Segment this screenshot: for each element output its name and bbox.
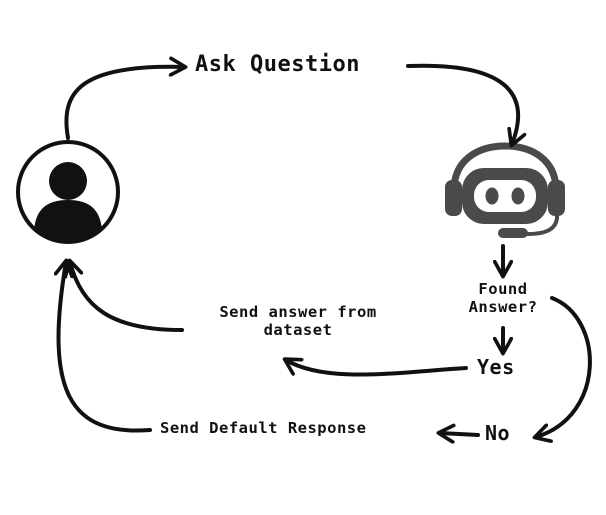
- no-label: No: [485, 421, 511, 445]
- found-answer-label: Found Answer?: [448, 280, 558, 316]
- send-default-label: Send Default Response: [160, 419, 367, 437]
- arrow-ask-to-bot: [406, 63, 518, 144]
- yes-label: Yes: [477, 355, 515, 379]
- arrow-default-to-user: [59, 262, 152, 433]
- arrow-decision-to-no: [536, 296, 592, 437]
- arrow-yes-to-send-answer: [286, 360, 468, 377]
- chatbot-headset-icon: [445, 142, 565, 238]
- arrow-no-to-default: [440, 433, 480, 435]
- send-answer-line1: Send answer from: [219, 303, 377, 321]
- user-avatar-icon: [16, 140, 120, 244]
- arrow-user-to-ask: [64, 67, 184, 140]
- send-answer-line2: dataset: [263, 321, 333, 339]
- found-answer-line1: Found: [478, 280, 528, 298]
- ask-question-label: Ask Question: [195, 52, 360, 77]
- arrow-send-answer-to-user: [70, 262, 184, 332]
- send-answer-label: Send answer from dataset: [180, 303, 416, 339]
- found-answer-line2: Answer?: [468, 298, 538, 316]
